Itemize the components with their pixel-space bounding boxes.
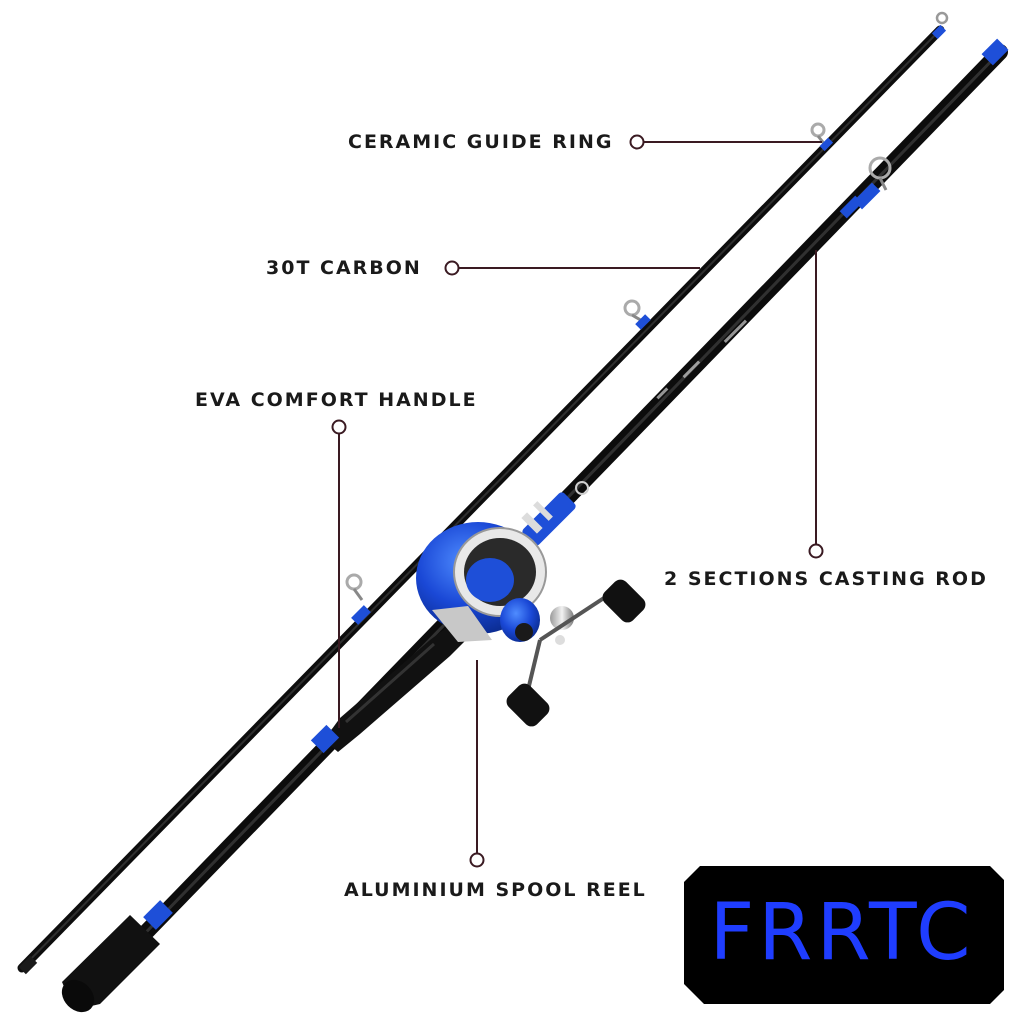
rod-tip-section — [17, 11, 949, 975]
guide-ring-icon — [623, 299, 651, 330]
label-2-sections-casting-rod: 2 SECTIONS CASTING ROD — [664, 568, 988, 590]
rod-butt-section — [61, 38, 1009, 1013]
ceramic-guide-ring-marker-icon — [629, 134, 645, 150]
rod-printing — [656, 319, 748, 400]
tip-top-guide-icon — [935, 11, 949, 25]
reel-knob-icon — [602, 579, 646, 623]
label-aluminium-spool-reel: ALUMINIUM SPOOL REEL — [344, 879, 647, 901]
spool-reel-marker-icon — [469, 852, 485, 868]
label-eva-comfort-handle: EVA COMFORT HANDLE — [195, 389, 478, 411]
butt-cap — [61, 915, 160, 1013]
hook-keeper-icon — [575, 481, 589, 495]
sections-marker-icon — [808, 543, 824, 559]
carbon-marker-icon — [444, 260, 460, 276]
eva-handle-marker-icon — [331, 419, 347, 435]
eva-comfort-handle — [324, 610, 482, 752]
aluminium-spool-reel — [416, 522, 646, 727]
leader-lines — [331, 134, 824, 868]
label-ceramic-guide-ring: CERAMIC GUIDE RING — [348, 131, 614, 153]
label-30t-carbon: 30T CARBON — [266, 257, 422, 279]
guide-ring-icon — [345, 573, 371, 625]
reel-knob-icon — [506, 683, 550, 727]
brand-badge — [684, 866, 1004, 1004]
brand-logo-text: FRRTC — [709, 888, 975, 978]
